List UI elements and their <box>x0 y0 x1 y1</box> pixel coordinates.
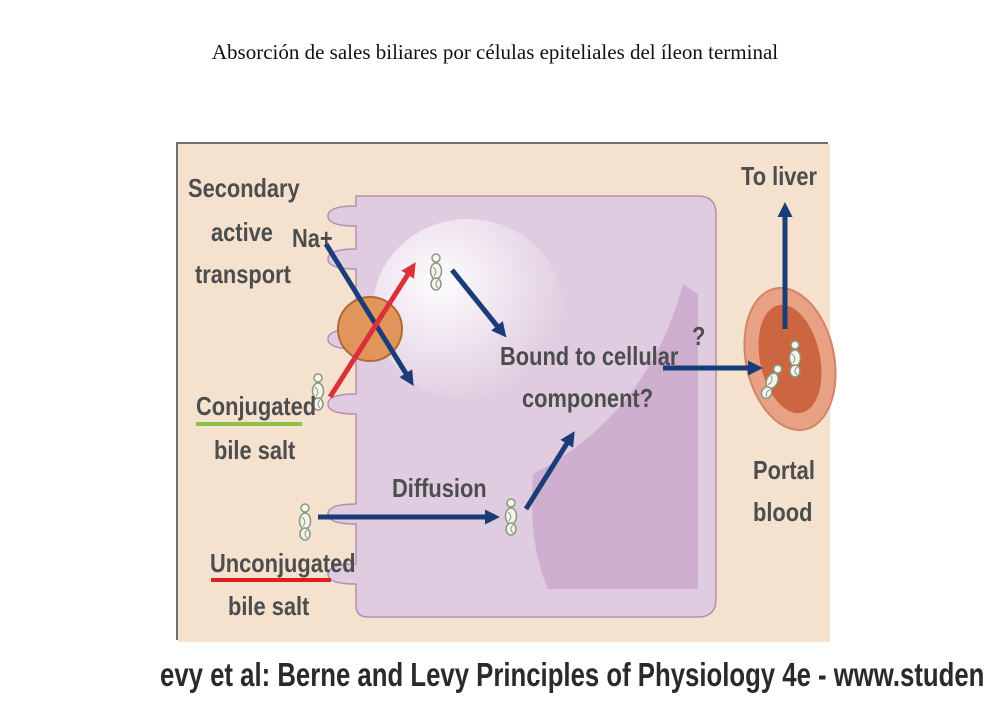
label-portal: Portal <box>753 455 815 485</box>
diagram-graphics <box>178 144 837 642</box>
bile-salt-absorption-diagram: Secondary active transport Na+ Conjugate… <box>176 142 837 642</box>
bile-salt-molecule <box>429 253 443 291</box>
label-bound: Bound to cellular <box>500 341 679 371</box>
source-credit: evy et al: Berne and Levy Principles of … <box>160 656 984 700</box>
cell-shadow <box>532 284 698 589</box>
label-unconjugated-bile-salt: bile salt <box>228 591 310 621</box>
label-unconjugated: Unconjugated <box>210 548 356 578</box>
source-credit-text: evy et al: Berne and Levy Principles of … <box>160 656 985 693</box>
label-diffusion: Diffusion <box>392 473 487 503</box>
label-secondary: Secondary <box>188 173 300 203</box>
label-sodium: Na+ <box>292 223 333 253</box>
label-blood: blood <box>753 497 813 527</box>
bile-salt-molecule <box>504 498 518 536</box>
label-conjugated: Conjugated <box>196 391 317 421</box>
label-question: ? <box>692 321 706 351</box>
label-transport: transport <box>195 259 291 289</box>
label-active: active <box>211 217 273 247</box>
bile-salt-molecule <box>788 340 802 378</box>
label-component: component? <box>522 383 654 413</box>
conjugated-uptake-arrow <box>327 262 416 399</box>
slide-title: Absorción de sales biliares por células … <box>211 40 779 64</box>
label-conjugated-bile-salt: bile salt <box>214 435 296 465</box>
bile-salt-molecule <box>298 503 312 541</box>
diffusion-to-bound-arrow <box>523 431 575 511</box>
label-to-liver: To liver <box>741 161 818 191</box>
cell-highlight <box>373 219 563 399</box>
sodium-arrow <box>323 242 414 386</box>
binding-arrow <box>450 268 507 338</box>
